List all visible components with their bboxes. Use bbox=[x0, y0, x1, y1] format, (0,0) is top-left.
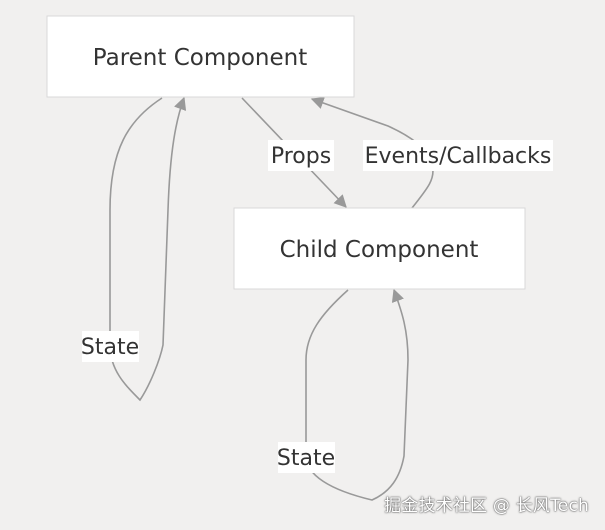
child-state-label: State bbox=[277, 442, 335, 473]
child-state-label-text: State bbox=[277, 446, 335, 471]
parent-component-node: Parent Component bbox=[46, 15, 355, 98]
events-callbacks-label: Events/Callbacks bbox=[363, 140, 553, 171]
child-component-node: Child Component bbox=[233, 207, 526, 290]
parent-state-label: State bbox=[81, 331, 139, 362]
props-label-text: Props bbox=[271, 144, 331, 169]
watermark: 掘金技术社区 @ 长风Tech bbox=[384, 496, 589, 516]
events-callbacks-label-text: Events/Callbacks bbox=[365, 144, 552, 169]
child-component-label: Child Component bbox=[280, 237, 479, 263]
parent-state-label-text: State bbox=[81, 335, 139, 360]
props-label: Props bbox=[268, 140, 334, 171]
edge-parent-state-loop bbox=[109, 96, 187, 402]
parent-component-label: Parent Component bbox=[93, 45, 307, 71]
edge-child-state-loop bbox=[305, 288, 409, 501]
